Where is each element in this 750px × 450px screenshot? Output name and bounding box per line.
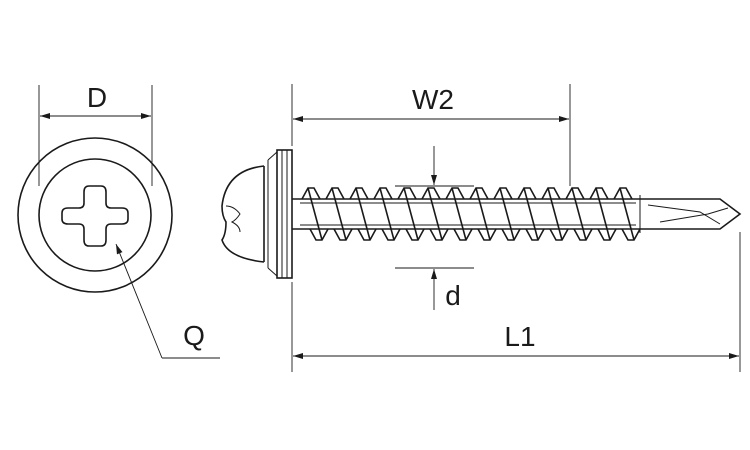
thread-crest (301, 187, 329, 241)
thread-crest (397, 187, 425, 241)
thread-crest (541, 187, 569, 241)
thread (301, 187, 641, 241)
dimension-d: D (38, 82, 153, 186)
label-d-small: d (445, 280, 461, 311)
drill-point (640, 198, 742, 230)
thread-crest (373, 187, 401, 241)
thread-crest (565, 187, 593, 241)
thread-crest (493, 187, 521, 241)
thread-crest (469, 187, 497, 241)
label-d: D (87, 82, 107, 113)
thread-crest (589, 187, 617, 241)
label-q: Q (183, 320, 205, 351)
washer-outer-circle (17, 137, 173, 293)
thread-crest (421, 187, 449, 241)
leader-q: Q (115, 243, 220, 359)
phillips-recess (61, 185, 129, 247)
pan-head (221, 165, 265, 263)
washer (276, 149, 293, 279)
label-l1: L1 (504, 321, 535, 352)
head-top-view (17, 137, 173, 293)
dimension-w2: W2 (291, 84, 571, 186)
dimension-l1: L1 (291, 232, 741, 372)
screw-side-view (221, 149, 742, 279)
thread-crest (349, 187, 377, 241)
dimension-d-small: d (395, 146, 474, 311)
thread-crest (517, 187, 545, 241)
label-w2: W2 (412, 84, 454, 115)
thread-crest (613, 187, 641, 241)
thread-crest (325, 187, 353, 241)
head-inner-circle (38, 158, 152, 272)
thread-crest (445, 187, 473, 241)
